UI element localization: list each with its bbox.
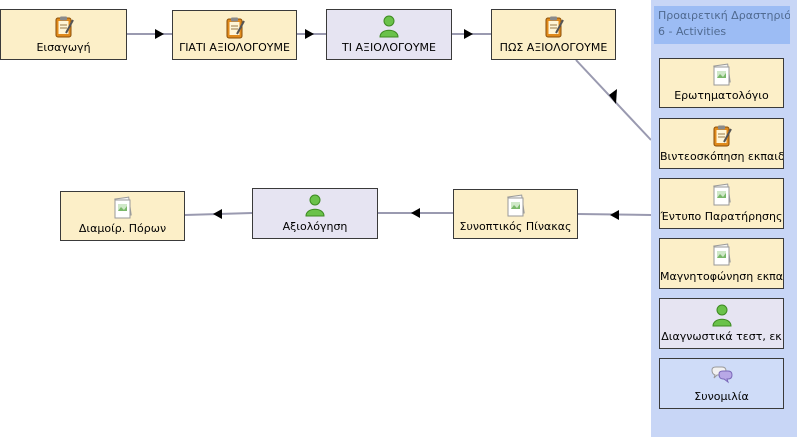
arrowhead-n1-n2	[155, 29, 164, 39]
activity-node-n5[interactable]: Συνοπτικός Πίνακας	[453, 189, 578, 239]
image-note-icon	[712, 183, 731, 206]
optional-item-6[interactable]: Συνομιλία	[659, 358, 784, 409]
activity-node-n4[interactable]: ΠΩΣ ΑΞΙΟΛΟΓΟΥΜΕ	[491, 9, 616, 60]
optional-item-label: Ερωτηματολόγιο	[674, 89, 769, 102]
image-note-icon	[113, 196, 132, 219]
image-note-icon	[712, 243, 731, 266]
arrowhead-n3-n4	[464, 29, 473, 39]
activity-node-label: Συνοπτικός Πίνακας	[459, 220, 572, 233]
arrowhead-n4-panel	[609, 89, 617, 104]
activity-node-n6[interactable]: Αξιολόγηση	[252, 188, 378, 239]
activity-node-n1[interactable]: Εισαγωγή	[0, 9, 127, 60]
activity-node-n3[interactable]: ΤΙ ΑΞΙΟΛΟΓΟΥΜΕ	[326, 9, 452, 60]
optional-item-1[interactable]: Ερωτηματολόγιο	[659, 58, 784, 108]
optional-item-label: Διαγνωστικά τεστ, εκ	[661, 330, 782, 343]
activity-node-label: ΓΙΑΤΙ ΑΞΙΟΛΟΓΟΥΜΕ	[179, 41, 290, 54]
optional-activity-count: 6 - Activities	[658, 25, 727, 38]
image-note-icon	[712, 63, 731, 86]
arrowhead-n2-n3	[305, 29, 314, 39]
clipboard-pencil-icon	[545, 16, 564, 38]
optional-item-4[interactable]: Μαγνητοφώνηση εκπαιδ	[659, 238, 784, 289]
optional-activity-title: Προαιρετική Δραστηριότητα	[658, 9, 790, 22]
activity-node-label: Εισαγωγή	[36, 41, 91, 54]
optional-item-label: Έντυπο Παρατήρησης	[660, 210, 783, 223]
activity-node-label: ΠΩΣ ΑΞΙΟΛΟΓΟΥΜΕ	[499, 41, 608, 54]
arrowhead-n6-n7	[213, 209, 222, 219]
optional-item-2[interactable]: Βιντεοσκόπηση εκπαιδ	[659, 118, 784, 169]
arrowhead-panel-n5	[610, 210, 619, 220]
optional-item-label: Συνομιλία	[694, 390, 749, 403]
clipboard-pencil-icon	[713, 125, 732, 147]
arrowhead-n5-n6	[411, 208, 420, 218]
optional-item-5[interactable]: Διαγνωστικά τεστ, εκ	[659, 298, 784, 349]
optional-activity-header[interactable]: Προαιρετική Δραστηριότητα 6 - Activities	[654, 6, 790, 44]
activity-node-label: Αξιολόγηση	[282, 220, 348, 233]
activity-node-n2[interactable]: ΓΙΑΤΙ ΑΞΙΟΛΟΓΟΥΜΕ	[172, 10, 297, 60]
activity-node-label: Διαμοίρ. Πόρων	[78, 222, 167, 235]
clipboard-pencil-icon	[55, 16, 74, 38]
activity-node-n7[interactable]: Διαμοίρ. Πόρων	[60, 191, 185, 241]
person-icon	[305, 194, 325, 217]
chat-bubbles-icon	[710, 366, 733, 384]
optional-item-label: Μαγνητοφώνηση εκπαιδ	[660, 270, 784, 283]
optional-item-label: Βιντεοσκόπηση εκπαιδ	[660, 150, 784, 163]
person-icon	[711, 304, 732, 327]
activity-node-label: ΤΙ ΑΞΙΟΛΟΓΟΥΜΕ	[342, 41, 436, 54]
clipboard-pencil-icon	[226, 17, 245, 39]
image-note-icon	[506, 194, 525, 217]
optional-item-3[interactable]: Έντυπο Παρατήρησης	[659, 178, 784, 229]
person-icon	[379, 15, 399, 38]
